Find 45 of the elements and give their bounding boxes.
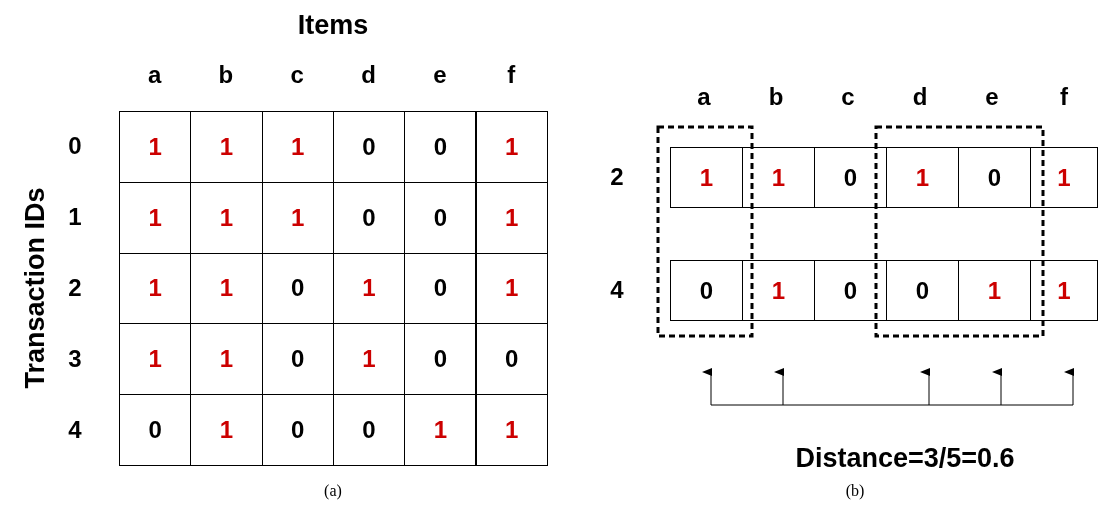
- row-label: 4: [609, 275, 625, 305]
- grid-cell: 1: [742, 147, 815, 208]
- column-header: c: [840, 82, 856, 112]
- row-label: 0: [67, 131, 83, 162]
- grid-cell: 1: [119, 111, 192, 183]
- grid-cell: 0: [475, 323, 548, 396]
- grid-cell: 0: [958, 147, 1031, 208]
- column-header: f: [506, 60, 517, 90]
- panel-caption: (b): [844, 481, 866, 502]
- grid-cell: 0: [119, 394, 192, 466]
- column-header: e: [984, 82, 1000, 112]
- grid-cell: 1: [958, 260, 1031, 321]
- row-label: 2: [609, 162, 625, 192]
- panel-caption: (a): [323, 481, 343, 502]
- grid-cell: 1: [886, 147, 959, 208]
- grid-cell: 1: [475, 252, 548, 325]
- grid-cell: 1: [475, 111, 548, 183]
- row-label: 3: [67, 343, 83, 374]
- row-label: 2: [67, 273, 83, 303]
- grid-cell: 1: [742, 260, 815, 321]
- column-header: d: [360, 60, 377, 90]
- column-header: a: [696, 82, 712, 112]
- axis-title: Items: [296, 8, 370, 42]
- grid-cell: 0: [814, 260, 887, 321]
- row-label: 1: [67, 202, 83, 233]
- column-header: b: [767, 82, 785, 112]
- grid-cell: 0: [404, 111, 477, 183]
- distance-formula: Distance=3/5=0.6: [794, 441, 1016, 475]
- grid-cell: 1: [475, 181, 548, 254]
- grid-cell: 0: [670, 260, 743, 321]
- grid-cell: 1: [1030, 147, 1098, 208]
- column-header: c: [289, 60, 305, 90]
- column-header: e: [432, 60, 448, 90]
- grid-cell: 1: [475, 394, 548, 466]
- axis-title: Transaction IDs: [18, 186, 51, 391]
- grid-cell: 1: [1030, 260, 1098, 321]
- column-header: d: [911, 82, 929, 112]
- grid-cell: 1: [670, 147, 743, 208]
- column-header: f: [1059, 82, 1069, 112]
- row-label: 4: [67, 414, 83, 445]
- grid-cell: 0: [886, 260, 959, 321]
- column-header: b: [217, 60, 235, 90]
- grid-cell: 1: [404, 394, 477, 466]
- column-header: a: [146, 60, 163, 90]
- grid-cell: 0: [814, 147, 887, 208]
